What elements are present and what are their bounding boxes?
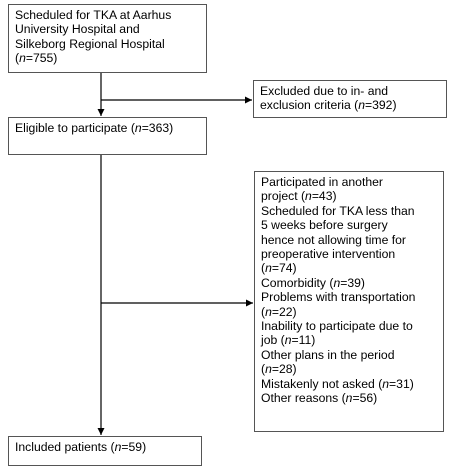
reasons-line: Inability to participate due to [261,319,437,333]
reasons-line: Mistakenly not asked (n=31) [261,377,437,391]
reasons-text: project ( [261,189,306,204]
scheduled-text: University Hospital and [15,22,140,37]
reasons-text: 5 weeks before surgery [261,218,388,233]
reasons-line: Problems with transportation [261,290,437,304]
reasons-line: Other plans in the period [261,348,437,362]
excluded-line: Excluded due to in- and [260,84,440,98]
sample-size-symbol: n [284,333,292,348]
included-box: Included patients (n=59) [8,436,202,466]
reasons-text: ( [261,304,266,319]
reasons-text: =56) [352,391,378,406]
reasons-text: preoperative intervention [261,247,396,262]
reasons-line: (n=28) [261,362,437,376]
sample-size-symbol: n [305,189,312,204]
reasons-line: job (n=11) [261,333,437,347]
reasons-line: Participated in another [261,175,437,189]
scheduled-line: (n=755) [15,51,200,65]
excluded-line: exclusion criteria (n=392) [260,98,440,112]
scheduled-text: =755) [25,51,58,66]
reasons-line: Other reasons (n=56) [261,391,437,405]
reasons-line: hence not allowing time for [261,233,437,247]
scheduled-line: Scheduled for TKA at Aarhus [15,8,200,22]
reasons-line: (n=22) [261,305,437,319]
reasons-text: job ( [261,333,285,348]
eligible-box: Eligible to participate (n=363) [8,117,207,155]
scheduled-line: Silkeborg Regional Hospital [15,37,200,51]
scheduled-text: Silkeborg Regional Hospital [15,36,165,51]
reasons-text: Problems with transportation [261,290,416,305]
sample-size-symbol: n [345,391,353,406]
reasons-line: 5 weeks before surgery [261,218,437,232]
reasons-text: ( [261,362,266,377]
reasons-text: =31) [389,376,414,391]
reasons-text: =39) [340,275,365,290]
reasons-text: Other plans in the period [261,347,395,362]
sample-size-symbol: n [265,362,272,377]
sample-size-symbol: n [19,51,26,66]
reasons-text: hence not allowing time for [261,232,406,247]
reasons-line: (n=74) [261,261,437,275]
reasons-line: preoperative intervention [261,247,437,261]
reasons-text: Other reasons ( [261,391,346,406]
sample-size-symbol: n [358,98,365,113]
reasons-text: Participated in another [261,175,383,189]
included-text: Included patients ( [15,440,115,454]
scheduled-text: Scheduled for TKA at Aarhus [15,8,172,22]
scheduled-line: University Hospital and [15,22,200,36]
reasons-text: Comorbidity ( [261,275,334,290]
reasons-line: project (n=43) [261,189,437,203]
eligible-text: Eligible to participate ( [15,121,135,135]
sample-size-symbol: n [265,261,272,276]
reasons-text: =74) [271,261,297,276]
reasons-text: Mistakenly not asked ( [261,376,383,391]
excluded-text: =392) [365,98,397,113]
sample-size-symbol: n [134,121,142,135]
reasons-text: Scheduled for TKA less than [261,203,415,218]
sample-size-symbol: n [382,376,390,391]
eligible-text: =363) [141,121,174,135]
reasons-text: =22) [271,304,297,319]
eligible-line: Eligible to participate (n=363) [15,121,200,135]
reasons-line: Comorbidity (n=39) [261,276,437,290]
sample-size-symbol: n [333,275,341,290]
included-line: Included patients (n=59) [15,440,195,454]
reasons-text: Inability to participate due to [261,319,413,334]
sample-size-symbol: n [114,440,122,454]
included-text: =59) [121,440,147,454]
sample-size-symbol: n [265,304,272,319]
reasons-text: =43) [311,189,337,204]
reasons-text: =28) [271,362,297,377]
reasons-text: ( [261,261,266,276]
scheduled-text: ( [15,51,20,66]
excluded-text: exclusion criteria ( [260,98,359,113]
excluded-text: Excluded due to in- and [260,84,389,98]
reasons-line: Scheduled for TKA less than [261,204,437,218]
reasons-text: =11) [291,333,316,348]
